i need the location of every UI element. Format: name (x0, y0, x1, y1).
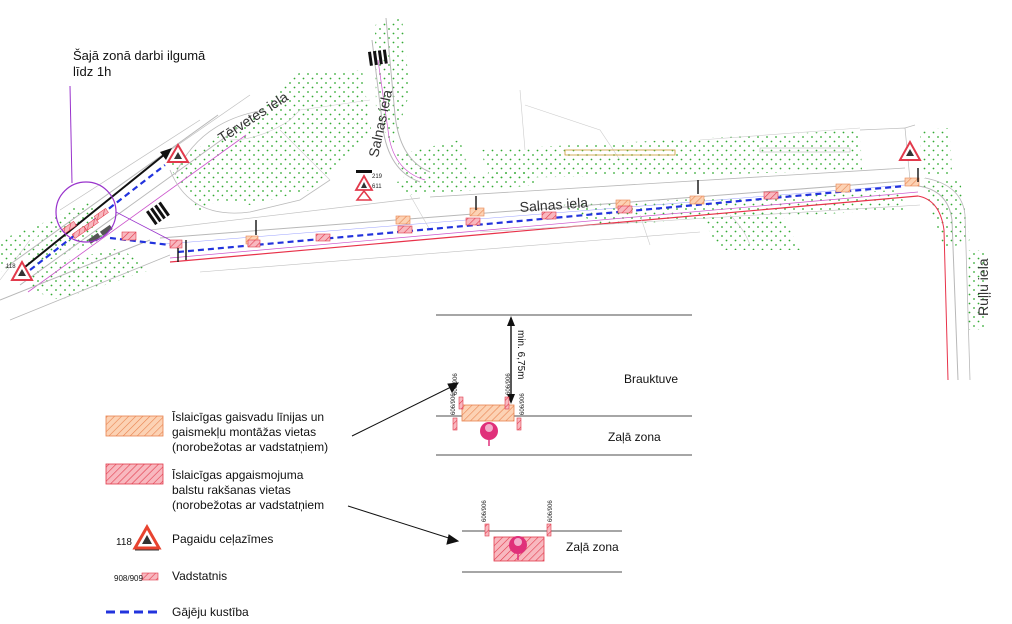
svg-text:118: 118 (6, 264, 16, 270)
work-zones-red (121, 191, 779, 249)
crosswalks (146, 49, 388, 226)
svg-text:606/906: 606/906 (482, 500, 488, 522)
legend-pedestrian-label: Gājēju kustība (172, 605, 249, 619)
svg-text:606/906: 606/906 (451, 393, 457, 415)
green-zone-label-bottom: Zaļā zona (566, 540, 619, 554)
direction-arrow (14, 148, 172, 276)
street-name-salnas-main: Salnas iela (519, 194, 589, 215)
legend-item-overhead-lines: Īslaicīgas gaisvadu līnijas un gaismekļu… (172, 410, 328, 455)
short-works-annotation: Šajā zonā darbi ilgumā līdz 1h (73, 48, 205, 80)
legend-leaders (347, 382, 460, 545)
svg-text:219: 219 (372, 174, 383, 180)
map-sign-salnas: 219 611 (354, 170, 383, 201)
annotation-line-1: Šajā zonā darbi ilgumā (73, 48, 206, 63)
legend-sign-code: 118 (116, 537, 132, 548)
detail-cross-section-2: 606/906 606/906 (462, 500, 622, 573)
legend-barrier-label: Vadstatnis (172, 569, 228, 583)
map-sign-rujlu (898, 139, 922, 161)
svg-text:606/906: 606/906 (520, 393, 526, 415)
green-zone-label-top: Zaļā zona (608, 430, 661, 444)
road-lines (0, 17, 971, 381)
short-works-zone-marker (55, 85, 171, 243)
junction-barriers (61, 207, 113, 244)
svg-text:606/906: 606/906 (548, 500, 554, 522)
map-sign-west: 118 (6, 259, 34, 281)
legend-item1-line3: (norobežotas ar vadstatņiem) (172, 440, 329, 454)
legend-item1-line1: Īslaicīgas gaisvadu līnijas un (172, 410, 325, 424)
svg-text:611: 611 (372, 184, 382, 190)
legend-item2-line1: Īslaicīgas apgaismojuma (172, 468, 304, 482)
detail-cross-section-1: 606/906 606/906 606/906 606/906 min. 6,7… (436, 314, 692, 456)
street-name-rujlu: Ruļļu iela (975, 258, 991, 316)
svg-text:606/906: 606/906 (506, 373, 512, 395)
legend-item2-line2: balstu rakšanas vietas (172, 483, 291, 497)
dimension-label: min. 6,75m (515, 330, 526, 379)
map-sign-tervetes (166, 143, 190, 163)
barrier-posts (177, 168, 919, 262)
legend-symbols (105, 415, 164, 614)
legend-sign-label: Pagaidu ceļazīmes (172, 532, 274, 546)
legend-item2-line3: (norobežotas ar vadstatņiem (172, 498, 325, 512)
carriageway-label: Brauktuve (624, 372, 679, 386)
annotation-line-2: līdz 1h (73, 64, 112, 79)
legend-barrier-code: 908/909 (114, 574, 143, 583)
legend-item1-line2: gaismekļu montāžas vietas (172, 425, 317, 439)
legend-item-pole-digging: Īslaicīgas apgaismojuma balstu rakšanas … (172, 468, 324, 513)
